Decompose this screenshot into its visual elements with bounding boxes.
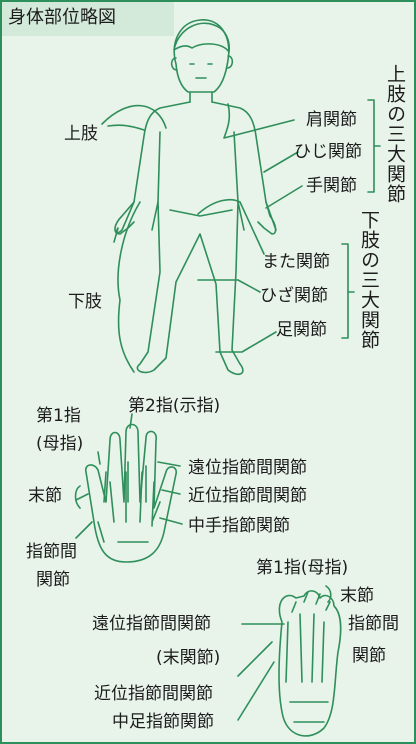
label-foot-ip: 指節間 <box>348 614 399 634</box>
title-background <box>2 2 174 36</box>
label-foot-distal: 末節 <box>340 586 374 606</box>
ear-right <box>226 55 234 69</box>
label-upper-three-joints: 上肢の三大関節 <box>384 64 406 204</box>
hip-leader <box>197 199 265 255</box>
hair <box>173 22 231 53</box>
wrist-leader <box>265 185 303 209</box>
label-lower-limb: 下肢 <box>68 292 102 312</box>
label-upper-limb: 上肢 <box>64 124 98 144</box>
shoulder-leader <box>223 103 295 139</box>
label-foot-dip: 遠位指節間関節 <box>92 614 211 634</box>
ankle-leader <box>215 331 277 353</box>
hand-leaders <box>75 413 183 539</box>
label-hand-index: 第2指(示指) <box>128 396 221 416</box>
label-foot-pip: 近位指節間関節 <box>94 684 213 704</box>
foot-drawing <box>237 585 342 737</box>
upper-limb-arc <box>101 104 167 129</box>
body-outline <box>113 101 277 376</box>
label-foot-dip-sub: (末関節) <box>156 648 221 668</box>
label-shoulder-joint: 肩関節 <box>306 110 357 130</box>
lower-bracket <box>341 243 349 339</box>
label-hand-thumb: 第1指 <box>36 406 81 426</box>
label-foot-ip-sub: 関節 <box>352 646 386 666</box>
label-elbow-joint: ひじ関節 <box>294 142 362 162</box>
label-hand-dip: 遠位指節間関節 <box>188 458 307 478</box>
diagram-title: 身体部位略図 <box>8 7 116 28</box>
label-knee-joint: ひざ関節 <box>260 286 328 306</box>
upper-bracket <box>367 99 375 193</box>
label-wrist-joint: 手関節 <box>306 176 357 196</box>
label-hand-ip: 指節間 <box>26 542 77 562</box>
label-hip-joint: また関節 <box>262 252 330 272</box>
label-foot-toe: 第1指(母指) <box>256 558 349 578</box>
lower-limb-arc <box>117 201 141 373</box>
label-hand-mcp: 中手指節関節 <box>188 516 290 536</box>
label-hand-thumb-sub: (母指) <box>36 434 84 454</box>
head-outline <box>173 19 230 93</box>
foot-leaders <box>237 623 285 721</box>
hand-drawing <box>74 413 183 563</box>
label-hand-ip-sub: 関節 <box>36 570 70 590</box>
label-lower-three-joints: 下肢の三大関節 <box>358 210 380 350</box>
label-hand-distal: 末節 <box>28 486 62 506</box>
label-hand-pip: 近位指節間関節 <box>188 486 307 506</box>
ear-left <box>170 57 178 71</box>
knee-leader <box>197 279 261 293</box>
elbow-leader <box>263 151 299 173</box>
label-ankle-joint: 足関節 <box>276 320 327 340</box>
label-foot-mtp: 中足指節関節 <box>112 712 214 732</box>
